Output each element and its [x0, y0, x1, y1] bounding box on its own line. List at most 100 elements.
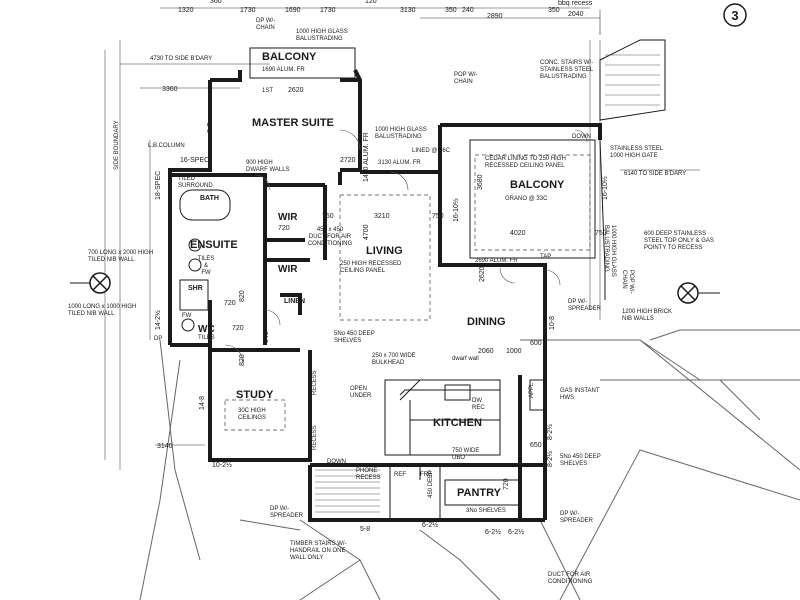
dim-label: 16-10½ — [601, 176, 609, 200]
section-marker-right — [677, 282, 720, 304]
dim-label: 2720 — [340, 157, 356, 164]
note-lined-66c: LINED @ 66C — [412, 148, 451, 154]
dim-top: 350 — [548, 7, 560, 14]
room-wir-1: WIR — [278, 212, 298, 223]
room-shr: SHR — [188, 285, 203, 292]
dim-label: 5-8 — [360, 526, 370, 533]
note-deep-450: 450 DEEP — [428, 470, 434, 498]
room-bath: BATH — [200, 195, 219, 202]
dim-label: 720 — [224, 300, 236, 307]
note-stair-label: 1ST — [262, 88, 273, 94]
note-dp: DP — [154, 336, 162, 342]
room-kitchen: KITCHEN — [433, 417, 482, 429]
note-tap: TAP — [540, 254, 551, 260]
stair-down-ext: DOWN — [572, 134, 591, 140]
dim-top: 1730 — [240, 7, 256, 14]
dim-label: 8-7 — [207, 123, 214, 133]
note-dp-chain-top: DP W/-CHAIN — [256, 18, 275, 31]
door-swings — [224, 129, 588, 364]
dimension-lines — [104, 7, 700, 470]
note-to-side-bdary-right: 6140 TO SIDE B'DARY — [624, 171, 686, 177]
dim-label: 4020 — [510, 230, 526, 237]
note-pop-chain: POP W/-CHAIN — [454, 72, 478, 85]
dim-top: 2040 — [568, 11, 584, 18]
dim-label: 650 — [530, 442, 542, 449]
dim-label: 750 — [432, 213, 444, 220]
sheet-number: 3 — [731, 8, 738, 23]
note-fw: FW — [182, 313, 192, 319]
note-alum-fr-1: 1690 ALUM. FR — [262, 67, 305, 73]
dim-label: 1000 — [506, 348, 522, 355]
dim-label: 720 — [278, 225, 290, 232]
room-study: STUDY — [236, 389, 274, 401]
dim-left: 3140 — [157, 443, 173, 450]
note-dp-spreader-left: DP W/-SPREADER — [270, 506, 304, 519]
dim-label: 640 — [263, 331, 270, 343]
sheet-number-badge: 3 — [723, 3, 747, 27]
room-balcony-right: BALCONY — [510, 179, 565, 191]
dim-label: 4700 — [363, 224, 370, 240]
dim-label: 16-SPEC — [180, 157, 209, 164]
dim-label: 6-2½ — [422, 521, 438, 529]
dim-label: 3210 — [374, 213, 390, 220]
dim-top: 350 — [445, 7, 457, 14]
note-appl: APPL — [529, 382, 535, 398]
dim-top: bbq recess — [558, 0, 593, 7]
room-ensuite: ENSUITE — [190, 239, 238, 251]
dim-top: 240 — [462, 7, 474, 14]
dim-label: 820 — [239, 354, 246, 366]
dim-label: 6-2½ — [485, 528, 501, 536]
room-dining: DINING — [467, 316, 506, 328]
dim-label: 14-8 — [199, 396, 206, 410]
section-marker-left — [70, 272, 111, 294]
note-pop-chain-right: POP W/-CHAIN — [621, 270, 634, 294]
note-alum-fr-3: 2690 ALUM. FR — [475, 258, 518, 264]
room-living: LIVING — [366, 245, 403, 257]
recess-label-2: RECESS — [312, 425, 318, 450]
note-dwarf-wall: dwarf wall — [452, 356, 479, 362]
dim-left: 3360 — [162, 86, 178, 93]
note-alum-fr-2: 3130 ALUM. FR — [378, 160, 421, 166]
note-side-boundary: SIDE BOUNDARY — [114, 120, 120, 170]
room-labels: BALCONY MASTER SUITE ENSUITE WIR WIR LIN… — [188, 51, 591, 499]
room-pantry: PANTRY — [457, 487, 502, 499]
dim-label: 14-2½ — [154, 310, 162, 330]
room-wc: WC — [198, 324, 215, 335]
room-master-suite: MASTER SUITE — [252, 117, 334, 129]
dim-label: 720 — [503, 478, 510, 490]
note-tiles-fw: TILES&FW — [198, 256, 215, 276]
note-glass-balus-right: 1000 HIGH GLASSBALUSTRADING — [603, 225, 616, 277]
dim-label: 3680 — [477, 174, 484, 190]
dim-top: 360 — [210, 0, 222, 5]
dim-label: 2060 — [478, 348, 494, 355]
room-linen: LINEN — [284, 298, 305, 305]
note-wc-tiles: TILES — [198, 335, 215, 341]
note-shelves-pantry: 3No SHELVES — [466, 508, 506, 514]
dim-label: 820 — [239, 290, 246, 302]
dim-label: 750 — [595, 230, 607, 237]
note-ref: REF — [394, 472, 406, 478]
dim-label: 10-2½ — [212, 461, 232, 469]
